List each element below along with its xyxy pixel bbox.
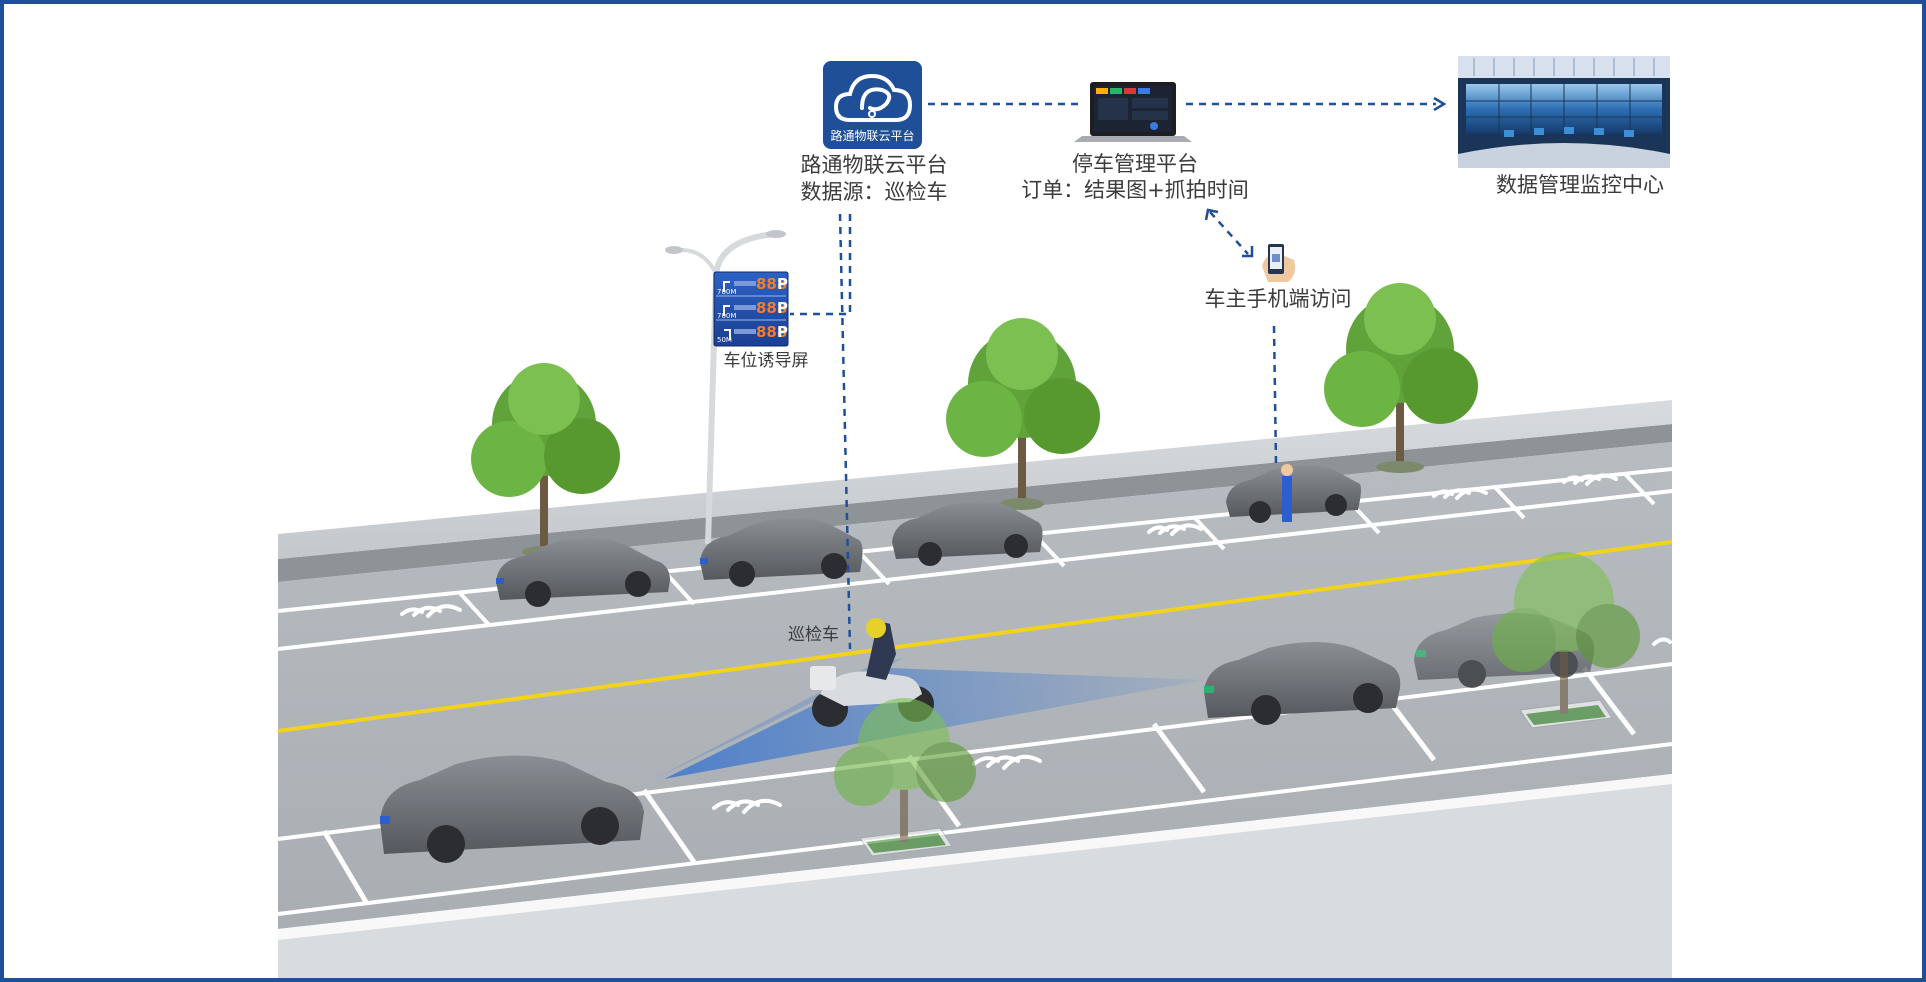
cloud-platform-icon [823,61,922,149]
guidance-row-unit: P [777,275,788,293]
cloud-platform-subtitle: 数据源：巡检车 [800,180,948,204]
guidance-row-distance: 700M [717,288,737,296]
guidance-row-2: 700M 888 P [716,298,788,320]
center-line [277,540,1673,733]
car-near-1 [380,755,644,863]
guidance-screen-title: 车位诱导屏 [723,351,809,371]
monitor-center-title: 数据管理监控中心 [1496,173,1664,197]
far-trees [471,283,1478,558]
tree-3 [1324,283,1478,473]
parking-platform-subtitle: 订单：结果图+抓拍时间 [1021,178,1249,202]
tree-near-1 [834,698,976,857]
arrow-head-monitor [1433,96,1447,112]
line-phone-to-person [1272,325,1278,465]
near-trees [834,552,1640,857]
line-platform-to-phone [1209,211,1249,255]
tree-1 [471,363,620,558]
car-near-2 [1204,642,1401,725]
monitor-wall-icon [1458,56,1670,168]
far-parking-bays [457,471,1656,627]
car-far-3 [892,501,1043,566]
phone-hand-icon [1262,244,1296,282]
car-far-2 [700,518,863,587]
patrol-vehicle-label: 巡检车 [788,625,839,645]
parking-sensor-marks [400,473,1672,814]
arrow-head-phone [1242,246,1254,258]
connection-lines [790,102,1436,650]
guidance-row-3: 50M 888 P [716,322,788,344]
guidance-row-digits: 888 [756,323,788,341]
sign-blur-text [734,281,756,334]
guidance-row-digits: 888 [756,299,788,317]
car-far-4 [1226,465,1361,523]
tree-near-2 [1492,552,1640,729]
guidance-row-unit: P [777,323,788,341]
laptop-icon [1074,82,1192,142]
guidance-row-1: 700M 888 P [716,274,788,296]
car-far-1 [496,538,670,607]
tree-2 [946,318,1100,510]
guidance-row-distance: 700M [717,312,737,320]
guidance-sign-icon [713,271,789,347]
mobile-access-title: 车主手机端访问 [1204,287,1352,311]
far-parked-cars [496,464,1361,607]
cloud-icon-caption: 路通物联云平台 [830,129,915,143]
arrow-head-platform [1204,208,1219,221]
cloud-platform-title: 路通物联云平台 [800,153,948,177]
guidance-row-unit: P [777,299,788,317]
guidance-row-distance: 50M [717,336,732,344]
arrow-heads [1204,96,1447,258]
near-sidewalk [278,774,1672,978]
person-standing [1281,464,1293,522]
street-scene [277,56,1673,978]
parking-platform-title: 停车管理平台 [1072,152,1198,176]
guidance-row-digits: 888 [756,275,788,293]
sign-arrows [723,281,731,340]
